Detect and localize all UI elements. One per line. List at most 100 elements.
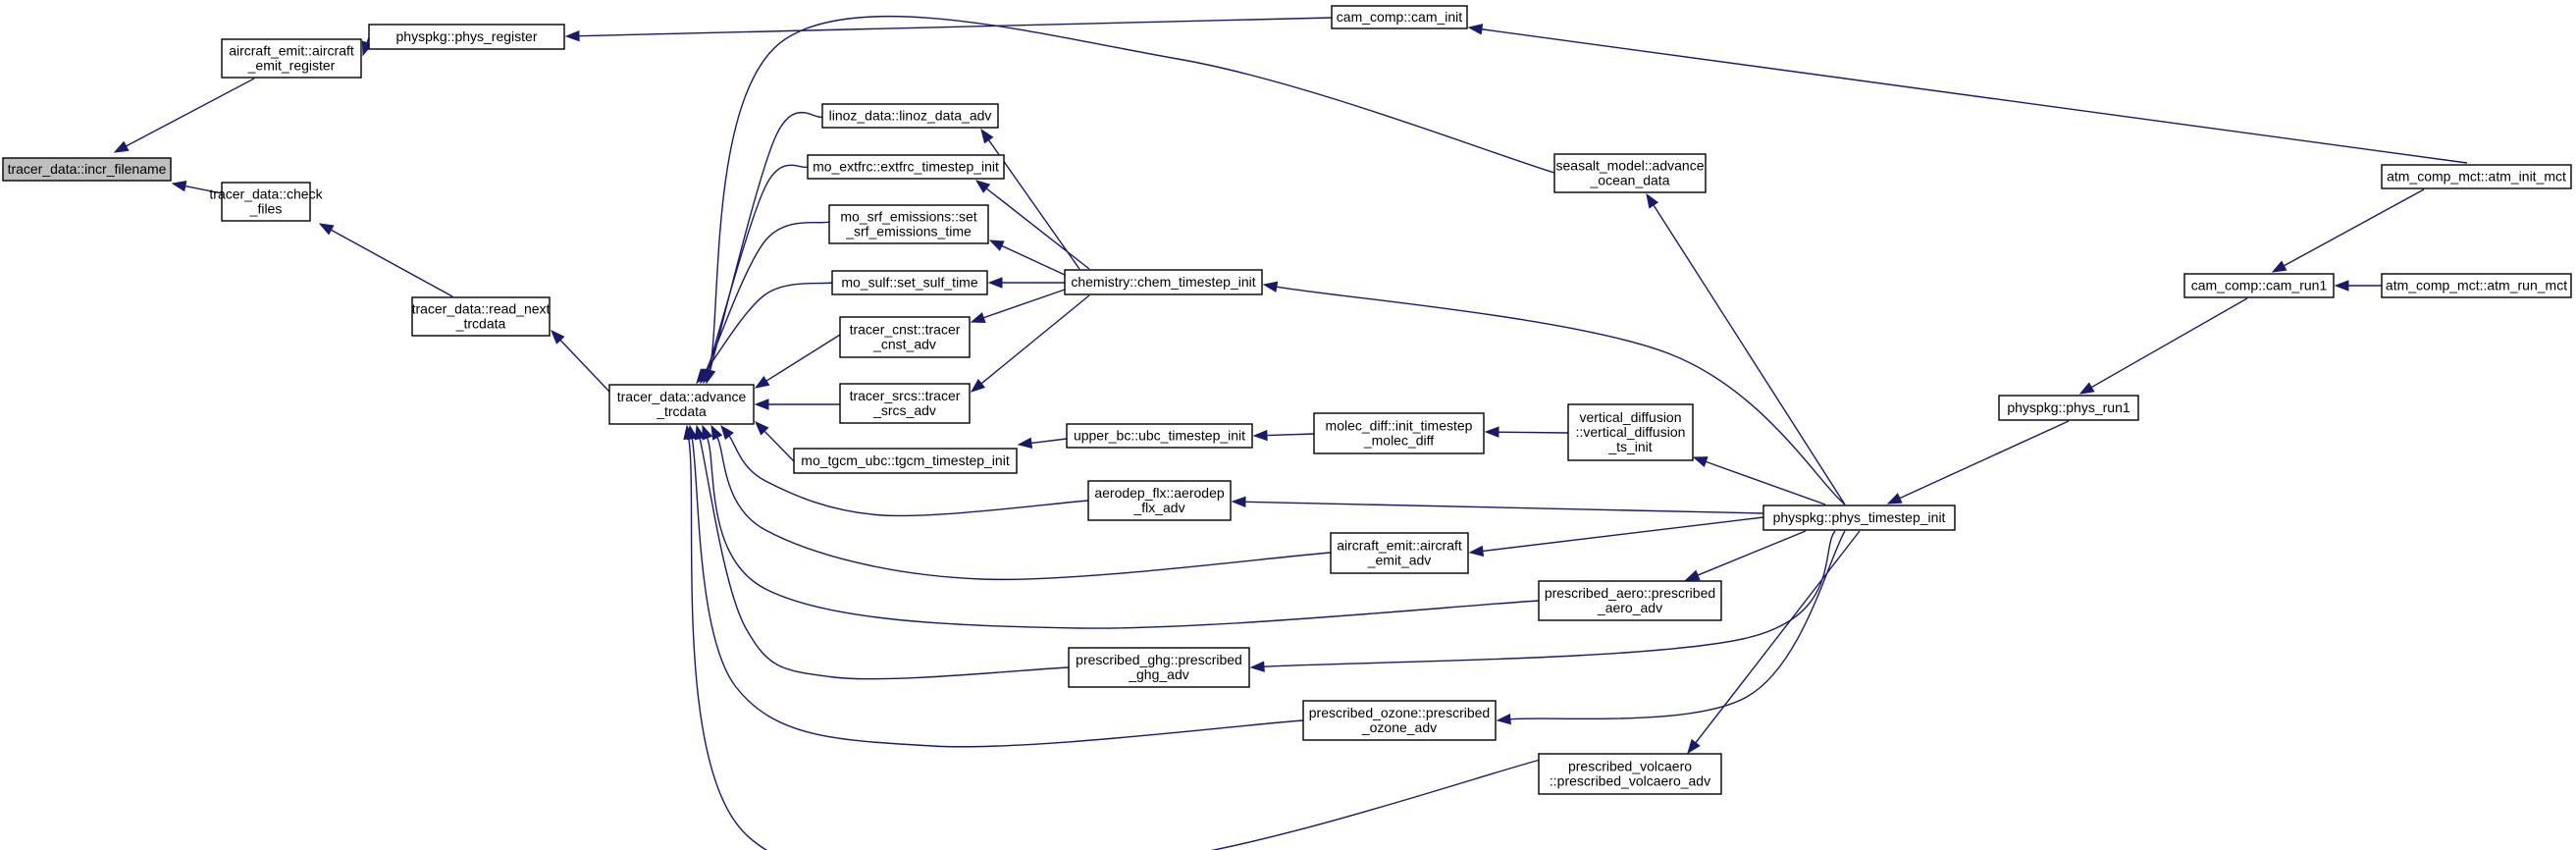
edge-line [709, 111, 823, 371]
arrowhead [1646, 192, 1659, 209]
arrowhead [754, 398, 769, 410]
node-box [1066, 423, 1253, 449]
node-label: _trcdata [455, 316, 506, 332]
node-extfrc-timestep-init[interactable]: mo_extfrc::extfrc_timestep_init [807, 154, 1005, 180]
node-chem-timestep-init[interactable]: chemistry::chem_timestep_init [1064, 269, 1263, 295]
edge-line [184, 185, 223, 194]
node-box [1064, 269, 1263, 295]
node-set-sulf-time[interactable]: mo_sulf::set_sulf_time [831, 270, 988, 295]
edge-line [1276, 286, 1846, 505]
edge-line [1030, 438, 1068, 445]
edge-prescribed_ozone_adv-to-advance_trcdata [686, 424, 1304, 748]
edge-line [1509, 530, 1846, 720]
edge-line [704, 282, 833, 374]
node-vertical-diffusion-ts-init[interactable]: vertical_diffusion::vertical_diffusion_t… [1567, 403, 1694, 461]
node-label: prescribed_ozone::prescribed [1309, 705, 1490, 720]
node-set-srf-emissions-time[interactable]: mo_srf_emissions::set_srf_emissions_time [828, 204, 989, 244]
edge-set_srf_emissions_time-to-advance_trcdata [700, 221, 830, 385]
node-label: ::vertical_diffusion [1576, 424, 1686, 440]
node-box [1553, 153, 1707, 193]
node-label: tracer_cnst::tracer [850, 322, 961, 338]
node-box [608, 384, 755, 425]
edge-prescribed_ghg_adv-to-advance_trcdata [694, 424, 1070, 680]
node-phys-timestep-init[interactable]: physpkg::phys_timestep_init [1762, 505, 1956, 531]
edge-linoz_data_adv-to-advance_trcdata [705, 111, 823, 385]
edge-check_files-to-incr_filename [171, 181, 223, 194]
arrowhead [1886, 493, 1903, 505]
arrowhead [1017, 437, 1033, 450]
edge-phys_timestep_init-to-prescribed_ozone_adv [1496, 530, 1846, 725]
edge-chem_timestep_init-to-linoz_data_adv [980, 128, 1080, 270]
arrowhead [1484, 426, 1499, 438]
edge-tracer_srcs_adv-to-advance_trcdata [754, 398, 840, 410]
node-prescribed-ozone-adv[interactable]: prescribed_ozone::prescribed_ozone_adv [1302, 700, 1497, 741]
node-prescribed-volcaero-adv[interactable]: prescribed_volcaero::prescribed_volcaero… [1538, 753, 1722, 795]
node-label: atm_comp_mct::atm_init_mct [2387, 169, 2566, 185]
edge-init_timestep_molec_diff-to-ubc_timestep_init [1252, 429, 1315, 442]
node-aerodep-flx-adv[interactable]: aerodep_flx::aerodep_flx_adv [1087, 480, 1232, 521]
edge-chem_timestep_init-to-set_srf_emissions_time [988, 239, 1066, 276]
node-phys-register[interactable]: physpkg::phys_register [368, 24, 565, 50]
node-advance-ocean-data[interactable]: seasalt_model::advance_ocean_data [1553, 153, 1707, 193]
node-label: chemistry::chem_timestep_init [1071, 274, 1255, 290]
edge-aircraft_emit_adv-to-advance_trcdata [710, 424, 1332, 581]
node-atm-init-mct[interactable]: atm_comp_mct::atm_init_mct [2381, 164, 2572, 189]
node-cam-init[interactable]: cam_comp::cam_init [1331, 5, 1468, 29]
node-label: ::prescribed_volcaero_adv [1550, 773, 1710, 789]
node-cam-run1[interactable]: cam_comp::cam_run1 [2183, 273, 2335, 298]
node-prescribed-ghg-adv[interactable]: prescribed_ghg::prescribed_ghg_adv [1068, 647, 1250, 688]
node-advance-trcdata[interactable]: tracer_data::advance_trcdata [608, 384, 755, 425]
arrowhead [710, 424, 723, 441]
node-init-timestep-molec-diff[interactable]: molec_diff::init_timestep_molec_diff [1313, 412, 1485, 454]
arrowhead [720, 424, 734, 441]
node-box [1567, 403, 1694, 461]
edge-chem_timestep_init-to-tracer_cnst_adv [970, 289, 1066, 323]
node-read-next-trcdata[interactable]: tracer_data::read_next_trcdata [411, 296, 551, 337]
node-label: physpkg::phys_timestep_init [1773, 509, 1946, 525]
edge-line [699, 438, 1070, 680]
edge-line [985, 187, 1090, 270]
node-label: mo_extfrc::extfrc_timestep_init [813, 159, 999, 175]
edge-phys_timestep_init-to-prescribed_aero_adv [1684, 530, 1807, 581]
arrowhead [1262, 281, 1279, 292]
node-label: _flx_adv [1132, 500, 1184, 515]
node-box [831, 270, 988, 295]
edge-tracer_cnst_adv-to-advance_trcdata [754, 334, 841, 389]
arrowhead [704, 368, 715, 385]
node-ubc-timestep-init[interactable]: upper_bc::ubc_timestep_init [1066, 423, 1253, 449]
node-phys-run1[interactable]: physpkg::phys_run1 [1998, 395, 2139, 421]
node-label: tracer_data::incr_filename [8, 161, 167, 177]
edge-tgcm_timestep_init-to-advance_trcdata [755, 421, 795, 462]
edge-line [716, 437, 1332, 581]
node-aircraft-emit-adv[interactable]: aircraft_emit::aircraft_emit_adv [1330, 532, 1469, 574]
node-box [828, 204, 989, 244]
arrowhead [1496, 714, 1511, 725]
node-linoz-data-adv[interactable]: linoz_data::linoz_data_adv [821, 103, 999, 129]
edge-cam_init-to-phys_register [564, 17, 1333, 42]
node-label: aircraft_emit::aircraft [229, 43, 354, 59]
node-atm-run-mct[interactable]: atm_comp_mct::atm_run_mct [2381, 273, 2572, 298]
node-label: physpkg::phys_register [396, 28, 538, 44]
arrowhead [1252, 429, 1268, 442]
arrowhead [970, 312, 986, 323]
node-box [1330, 532, 1469, 574]
edges-layer [113, 15, 2468, 850]
node-tracer-srcs-adv[interactable]: tracer_srcs::tracer_srcs_adv [839, 383, 971, 424]
node-label: vertical_diffusion [1579, 409, 1681, 425]
node-tgcm-timestep-init[interactable]: mo_tgcm_ubc::tgcm_timestep_init [793, 448, 1018, 474]
node-label: _ts_init [1607, 439, 1652, 454]
arrowhead [564, 29, 580, 42]
node-box [2381, 164, 2572, 189]
node-aircraft-emit-register[interactable]: aircraft_emit::aircraft_emit_register [221, 38, 362, 79]
node-label: molec_diff::init_timestep [1326, 418, 1473, 434]
node-label: prescribed_volcaero [1568, 759, 1692, 774]
node-prescribed-aero-adv[interactable]: prescribed_aero::prescribed_aero_adv [1538, 580, 1722, 621]
edge-phys_timestep_init-to-advance_ocean_data [1646, 192, 1846, 505]
node-incr-filename[interactable]: tracer_data::incr_filename [2, 157, 172, 182]
arrowhead [694, 424, 706, 441]
node-tracer-cnst-adv[interactable]: tracer_cnst::tracer_cnst_adv [839, 316, 971, 358]
node-label: tracer_data::advance [617, 389, 747, 404]
arrowhead [974, 180, 991, 193]
edge-set_sulf_time-to-advance_trcdata [696, 282, 833, 385]
node-check-files[interactable]: tracer_data::check_files [209, 182, 324, 222]
